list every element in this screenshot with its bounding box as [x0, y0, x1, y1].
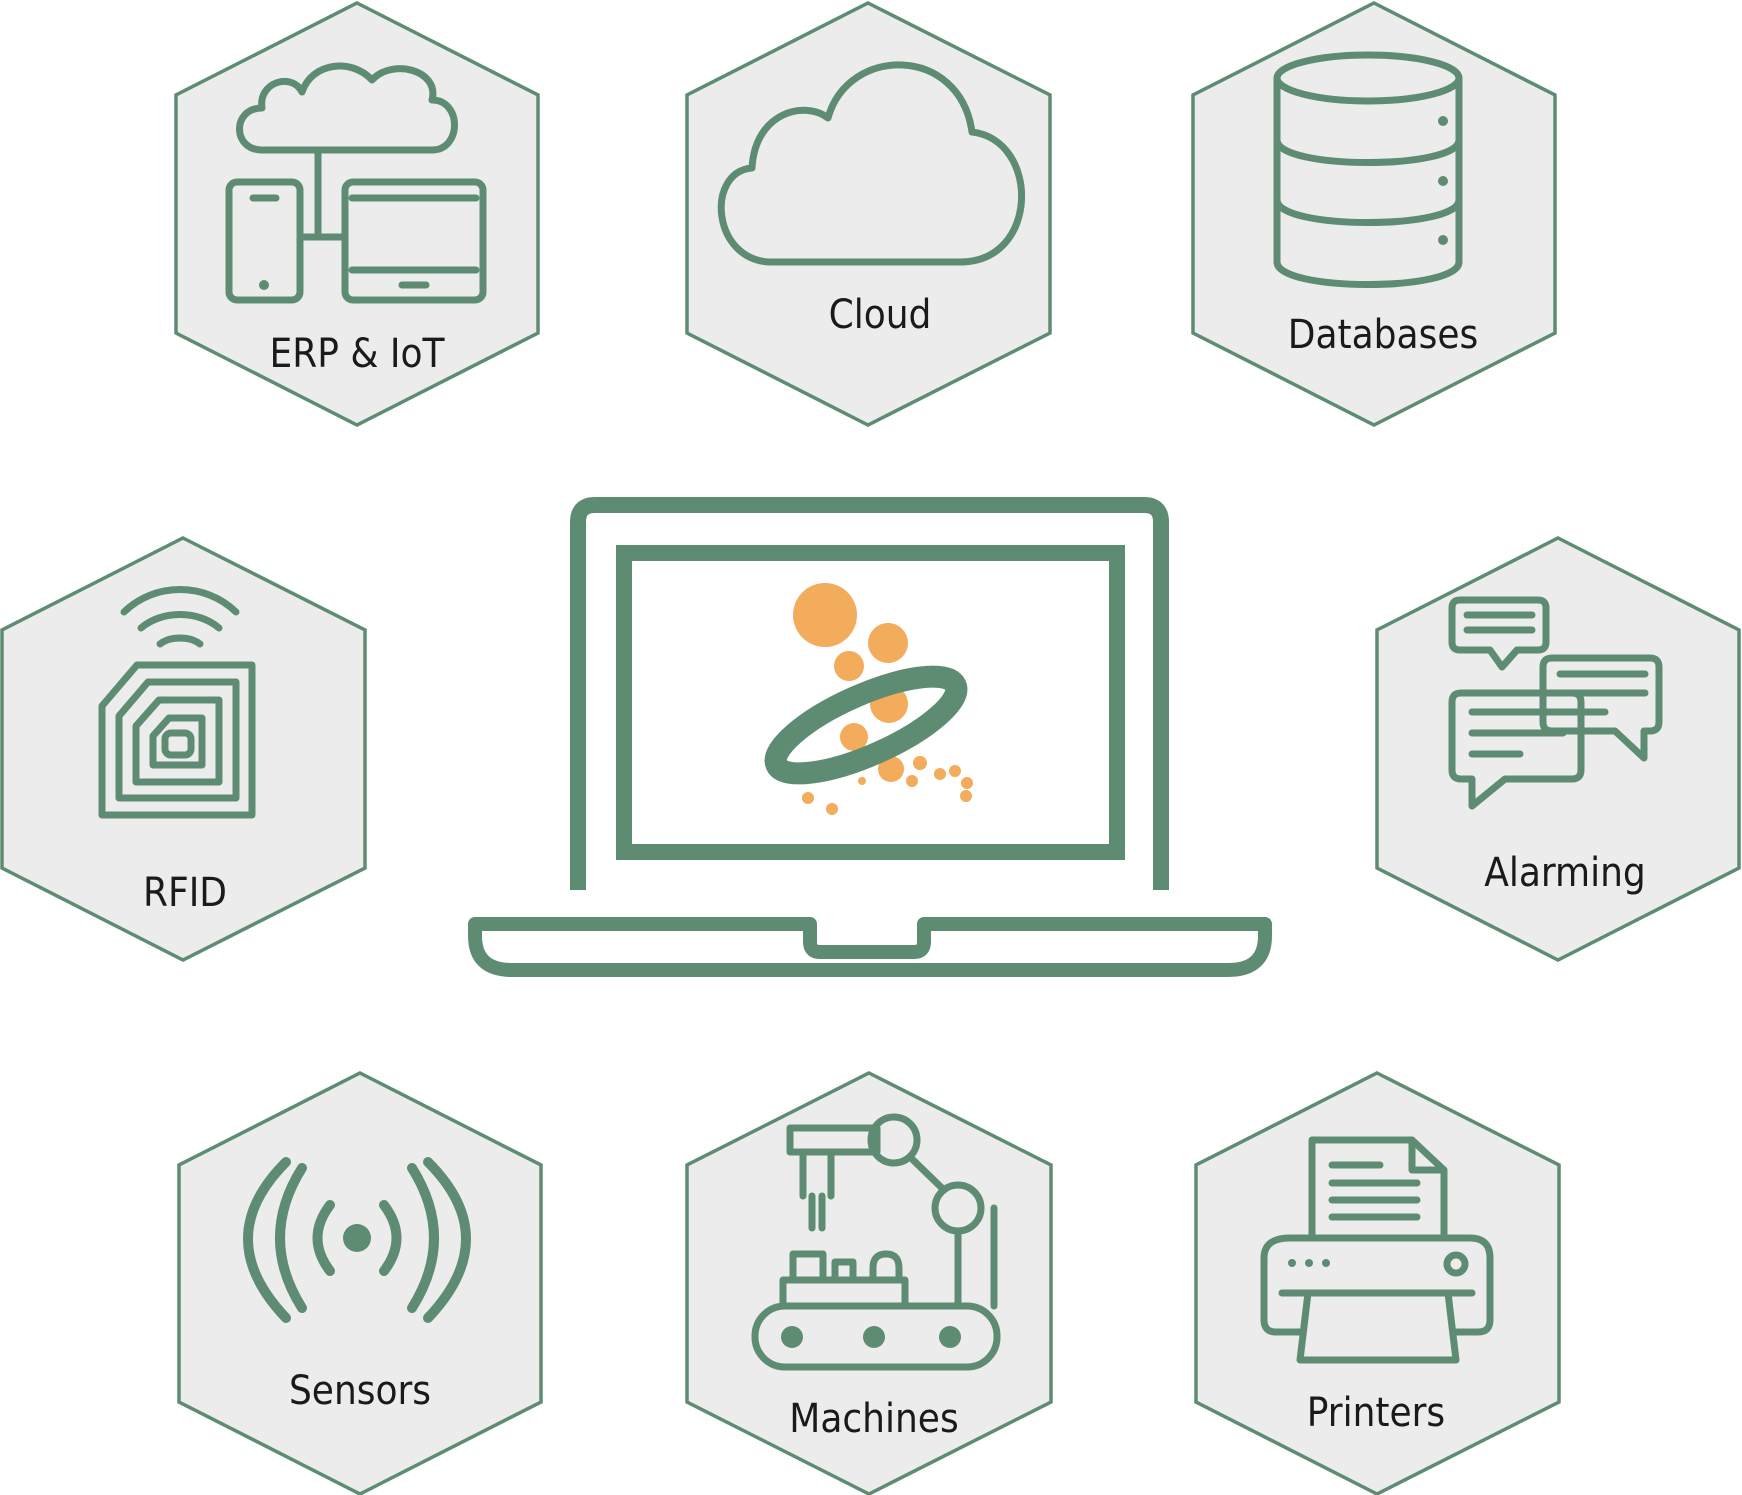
signal-waves-icon: [243, 1157, 471, 1323]
hexagon: [177, 1071, 543, 1495]
node-cloud: Cloud: [685, 1, 1052, 427]
node-printers: Printers: [1194, 1071, 1561, 1495]
node-label: Databases: [1288, 312, 1478, 358]
rfid-tag-icon: [98, 586, 256, 819]
cloud-devices-icon: [225, 62, 487, 304]
hexagon: [0, 536, 367, 962]
node-label: Printers: [1307, 1390, 1445, 1436]
hexagon: [1194, 1071, 1561, 1495]
chat-bubbles-icon: [1448, 596, 1663, 810]
node-label: Sensors: [289, 1368, 431, 1414]
hexagon: [1375, 536, 1741, 962]
node-label: Alarming: [1484, 850, 1645, 896]
hexagon: [685, 1, 1052, 427]
robot-arm-conveyor-icon: [751, 1113, 1001, 1371]
node-label: Cloud: [829, 292, 932, 338]
node-databases: Databases: [1191, 1, 1557, 427]
node-sensors: Sensors: [177, 1071, 543, 1495]
printer-icon: [1260, 1136, 1494, 1364]
node-alarming: Alarming: [1375, 536, 1741, 962]
app-logo: [764, 583, 973, 815]
node-label: ERP & IoT: [270, 331, 446, 377]
laptop-icon: [468, 497, 1272, 977]
node-rfid: RFID: [0, 536, 367, 962]
node-label: Machines: [789, 1396, 958, 1442]
database-icon: [1273, 51, 1463, 288]
node-erp-iot: ERP & IoT: [174, 1, 540, 427]
hexagon: [1191, 1, 1557, 427]
cloud-icon: [717, 61, 1026, 266]
node-machines: Machines: [685, 1071, 1053, 1495]
node-label: RFID: [143, 870, 227, 916]
